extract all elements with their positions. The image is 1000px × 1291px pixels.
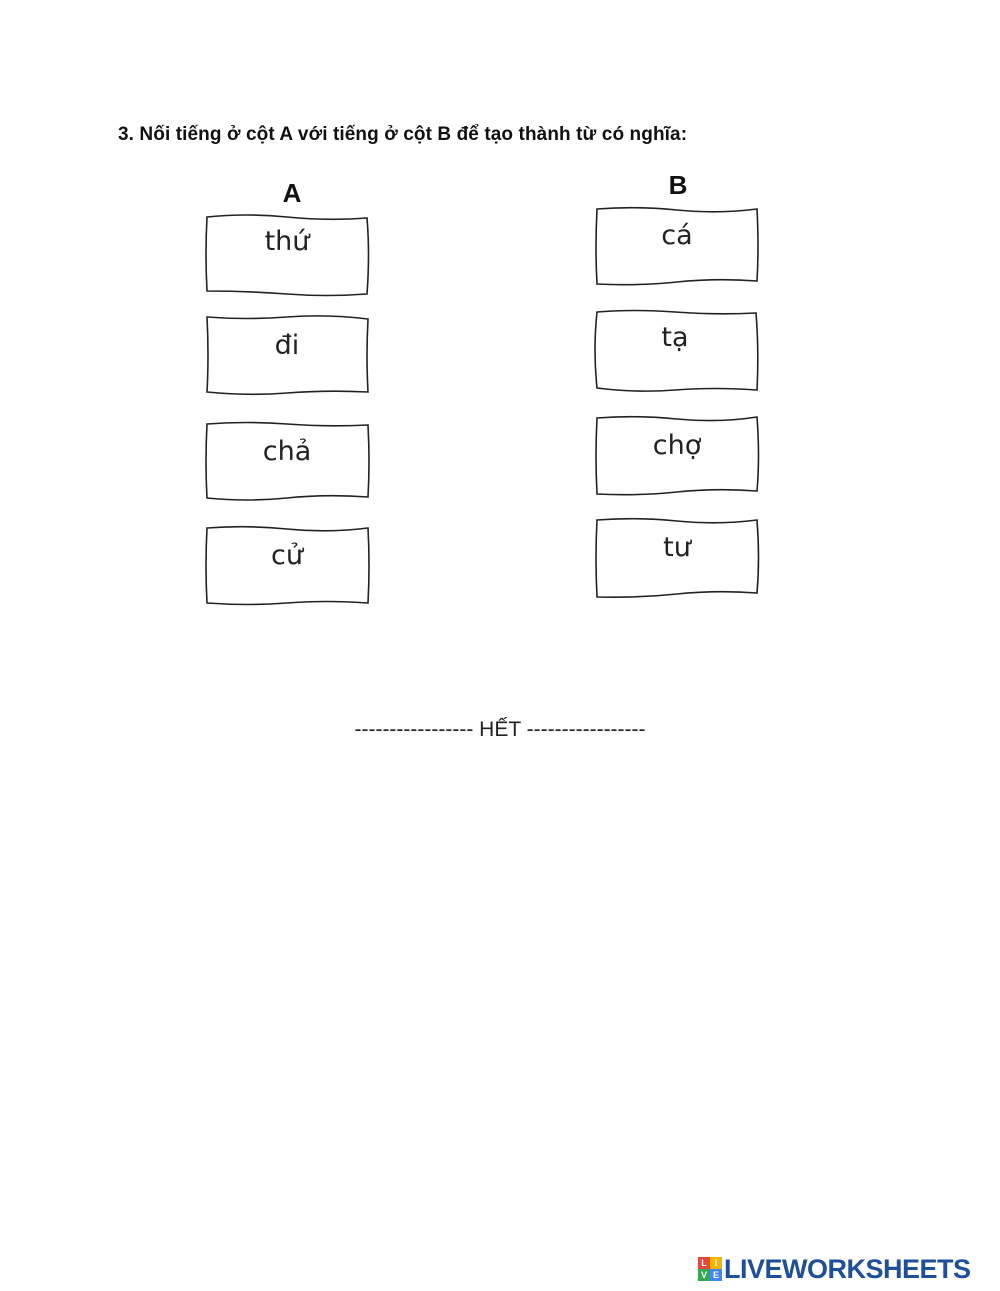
card-border [595, 206, 759, 286]
word-text: chả [262, 436, 312, 467]
logo-mark-letter: L [698, 1257, 710, 1269]
card-border [205, 421, 370, 501]
word-text: đi [274, 330, 300, 361]
word-card-b-3[interactable]: chợ [595, 415, 760, 496]
word-card-b-1[interactable]: cá [595, 206, 759, 286]
card-border [595, 415, 760, 496]
word-card-a-3[interactable]: chả [205, 421, 370, 501]
card-border [205, 525, 370, 606]
liveworksheets-logo: L I V E LIVEWORKSHEETS [698, 1254, 971, 1284]
logo-text: LIVEWORKSHEETS [724, 1253, 971, 1284]
word-card-b-4[interactable]: tư [595, 517, 760, 598]
logo-mark-letter: I [710, 1257, 722, 1269]
column-b-header: B [668, 170, 688, 200]
logo-mark-letter: V [698, 1269, 710, 1281]
word-text: cá [661, 220, 693, 251]
end-marker: ----------------- HẾT ----------------- [354, 718, 646, 741]
liveworksheets-mark-icon: L I V E [698, 1257, 722, 1281]
word-text: chợ [652, 430, 702, 461]
word-card-a-2[interactable]: đi [206, 315, 369, 396]
card-border [594, 309, 759, 392]
logo-mark-letter: E [710, 1269, 722, 1281]
column-a-header: A [282, 178, 302, 208]
card-border [205, 214, 370, 297]
word-card-a-1[interactable]: thứ [205, 214, 370, 297]
word-text: tạ [661, 322, 689, 353]
word-card-a-4[interactable]: cử [205, 525, 370, 606]
word-card-b-2[interactable]: tạ [594, 309, 759, 392]
word-text: tư [663, 532, 691, 563]
card-border [206, 315, 369, 396]
card-border [595, 517, 760, 598]
word-text: cử [271, 540, 303, 571]
word-text: thứ [264, 226, 310, 257]
exercise-instruction: 3. Nối tiếng ở cột A với tiếng ở cột B đ… [118, 124, 688, 145]
